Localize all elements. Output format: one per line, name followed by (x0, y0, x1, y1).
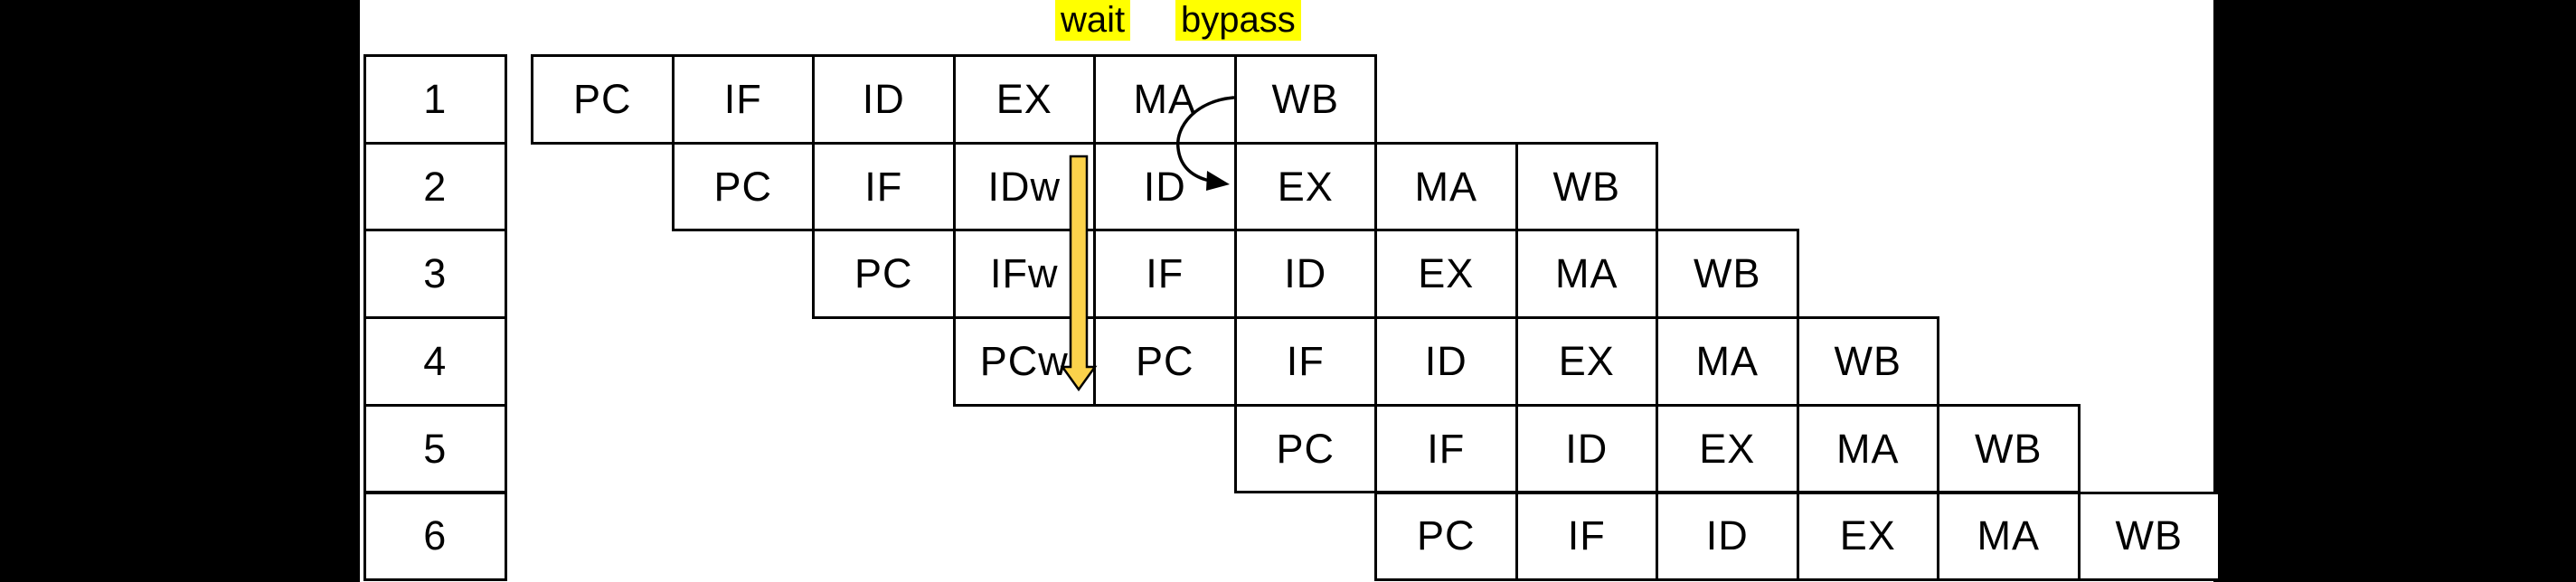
stage-cell: EX (1233, 141, 1377, 232)
stage-cell: IF (1374, 403, 1518, 494)
stage-cell: IF (812, 141, 956, 232)
stage-cell: IF (1233, 316, 1377, 407)
row-label-cell: 4 (363, 316, 507, 407)
row-label-cell: 5 (363, 403, 507, 494)
stage-cell: MA (1093, 54, 1237, 145)
stage-cell: PC (671, 141, 815, 232)
stage-cell: WB (2077, 491, 2221, 582)
row-label-cell: 1 (363, 54, 507, 145)
stage-cell: ID (1656, 491, 1799, 582)
wait-label: wait (1055, 0, 1131, 41)
stage-cell: EX (1796, 491, 1939, 582)
stage-cell: ID (1093, 141, 1237, 232)
stage-cell: IF (671, 54, 815, 145)
stage-cell: ID (1514, 403, 1658, 494)
stage-cell: IF (1093, 229, 1237, 320)
stage-cell: PC (531, 54, 675, 145)
stage-cell: WB (1937, 403, 2081, 494)
stage-cell: EX (1374, 229, 1518, 320)
stage-cell: IF (1514, 491, 1658, 582)
row-label-cell: 6 (363, 491, 507, 582)
stage-cell: IDw (952, 141, 1096, 232)
stage-cell: PCw (952, 316, 1096, 407)
stage-cell: MA (1656, 316, 1799, 407)
row-label-cell: 2 (363, 141, 507, 232)
stage-cell: IFw (952, 229, 1096, 320)
stage-cell: PC (1374, 491, 1518, 582)
stage-cell: EX (1656, 403, 1799, 494)
stage-cell: EX (1514, 316, 1658, 407)
bypass-label: bypass (1175, 0, 1301, 41)
stage-cell: WB (1514, 141, 1658, 232)
stage-cell: MA (1514, 229, 1658, 320)
stage-cell: PC (1233, 403, 1377, 494)
stage-cell: ID (812, 54, 956, 145)
stage-cell: WB (1796, 316, 1939, 407)
stage-cell: MA (1374, 141, 1518, 232)
stage-cell: WB (1656, 229, 1799, 320)
stage-cell: ID (1233, 229, 1377, 320)
stage-cell: ID (1374, 316, 1518, 407)
stage-cell: PC (1093, 316, 1237, 407)
stage-cell: MA (1937, 491, 2081, 582)
stage-cell: MA (1796, 403, 1939, 494)
row-label-cell: 3 (363, 229, 507, 320)
stage-cell: WB (1233, 54, 1377, 145)
stage-cell: EX (952, 54, 1096, 145)
stage-cell: PC (812, 229, 956, 320)
